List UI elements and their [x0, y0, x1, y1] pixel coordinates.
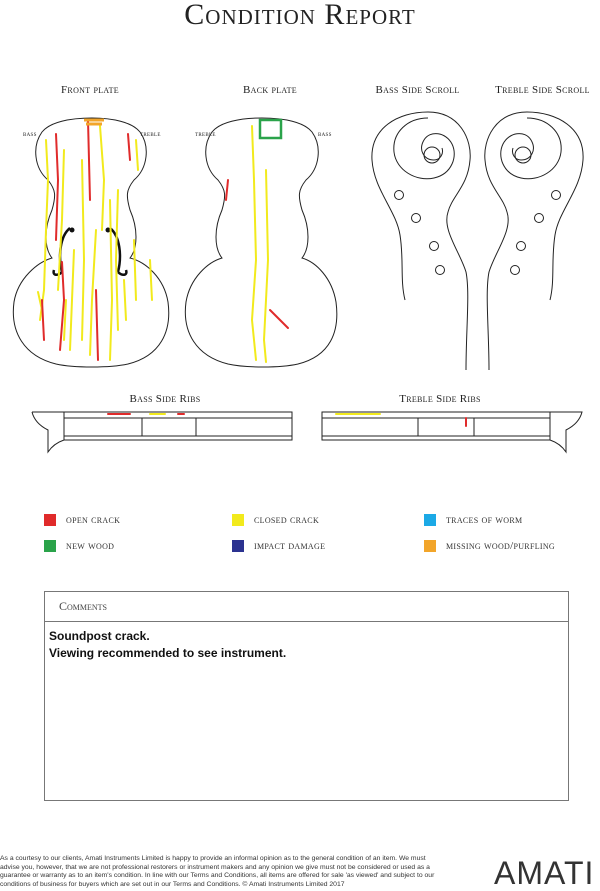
legend-new-wood: new wood	[44, 540, 114, 552]
closed-crack-marks	[37, 125, 381, 415]
instrument-diagram	[12, 111, 584, 454]
comments-box: Comments Soundpost crack. Viewing recomm…	[44, 591, 569, 801]
missing-wood-marks	[84, 118, 104, 126]
front-treble-side-label: treble	[140, 129, 161, 138]
comments-heading: Comments	[45, 592, 568, 622]
bass-scroll-label: Bass Side Scroll	[375, 84, 460, 96]
comment-line: Soundpost crack.	[49, 629, 150, 643]
legend-impact-damage: impact damage	[232, 540, 325, 552]
comments-body[interactable]: Soundpost crack. Viewing recommended to …	[45, 622, 568, 662]
comment-line: Viewing recommended to see instrument.	[49, 646, 287, 660]
amati-logo: AMATI	[494, 855, 595, 891]
legend-open-crack: open crack	[44, 514, 120, 526]
bass-ribs-outline	[31, 411, 293, 454]
back-plate-outline	[184, 117, 338, 368]
back-treble-side-label: treble	[195, 129, 216, 138]
new-wood-mark	[258, 118, 283, 140]
f-holes	[52, 227, 128, 276]
back-plate-label: Back plate	[243, 84, 297, 96]
treble-scroll-outline	[484, 111, 584, 371]
page-title: Condition Report	[184, 0, 416, 31]
front-bass-side-label: bass	[23, 129, 37, 138]
disclaimer-text: As a courtesy to our clients, Amati Inst…	[0, 855, 435, 888]
bass-scroll-outline	[371, 111, 471, 371]
treble-scroll-label: Treble Side Scroll	[495, 84, 590, 96]
back-bass-side-label: bass	[318, 129, 332, 138]
open-crack-marks	[41, 119, 467, 427]
legend-missing-wood: missing wood/purfling	[424, 540, 555, 552]
front-plate-outline	[12, 117, 170, 368]
new-wood-swatch	[44, 540, 56, 552]
legend-traces-of-worm: traces of worm	[424, 514, 522, 526]
legend-closed-crack: closed crack	[232, 514, 319, 526]
front-plate-label: Front plate	[61, 84, 119, 96]
treble-ribs-outline	[321, 411, 583, 454]
closed-crack-swatch	[232, 514, 244, 526]
traces-of-worm-swatch	[424, 514, 436, 526]
impact-damage-swatch	[232, 540, 244, 552]
missing-wood-swatch	[424, 540, 436, 552]
treble-ribs-label: Treble Side Ribs	[399, 393, 481, 405]
open-crack-swatch	[44, 514, 56, 526]
bass-ribs-label: Bass Side Ribs	[129, 393, 201, 405]
